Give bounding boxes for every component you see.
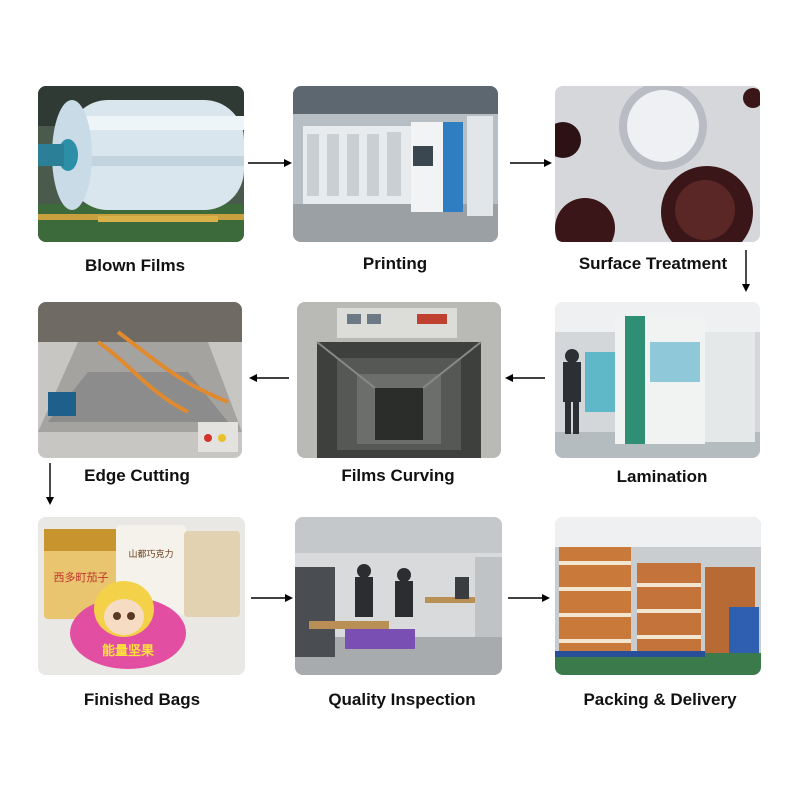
step-label-films-curving: Films Curving bbox=[341, 466, 455, 485]
step-label-finished-bags: Finished Bags bbox=[83, 690, 201, 709]
bag-text: 西多町茄子 bbox=[54, 570, 109, 584]
printing-image bbox=[293, 86, 498, 242]
finished-bags-image: 西多町茄子 山都巧克力 能量坚果 bbox=[38, 517, 245, 675]
quality-inspection-image bbox=[295, 517, 502, 675]
arrow-right-icon bbox=[510, 158, 552, 168]
bag-text: 山都巧克力 bbox=[128, 548, 173, 560]
step-label-blown-films: Blown Films bbox=[84, 256, 186, 275]
arrow-down-icon bbox=[741, 250, 751, 292]
blown-films-image bbox=[38, 86, 244, 242]
step-label-edge-cutting: Edge Cutting bbox=[84, 466, 190, 485]
step-label-quality-inspection: Quality Inspection bbox=[328, 690, 476, 709]
arrow-right-icon bbox=[248, 158, 292, 168]
arrow-down-icon bbox=[45, 463, 55, 505]
arrow-right-icon bbox=[251, 593, 293, 603]
films-curving-image bbox=[297, 302, 501, 458]
step-label-lamination: Lamination bbox=[616, 467, 708, 486]
surface-treatment-image bbox=[555, 86, 760, 242]
edge-cutting-image bbox=[38, 302, 242, 458]
bag-text: 能量坚果 bbox=[102, 643, 154, 659]
arrow-left-icon bbox=[505, 373, 545, 383]
packing-delivery-image bbox=[555, 517, 761, 675]
step-label-packing-delivery: Packing & Delivery bbox=[583, 690, 737, 709]
step-label-printing: Printing bbox=[362, 254, 428, 273]
arrow-left-icon bbox=[249, 373, 289, 383]
lamination-image bbox=[555, 302, 760, 458]
step-label-surface-treatment: Surface Treatment bbox=[578, 254, 728, 273]
arrow-right-icon bbox=[508, 593, 550, 603]
